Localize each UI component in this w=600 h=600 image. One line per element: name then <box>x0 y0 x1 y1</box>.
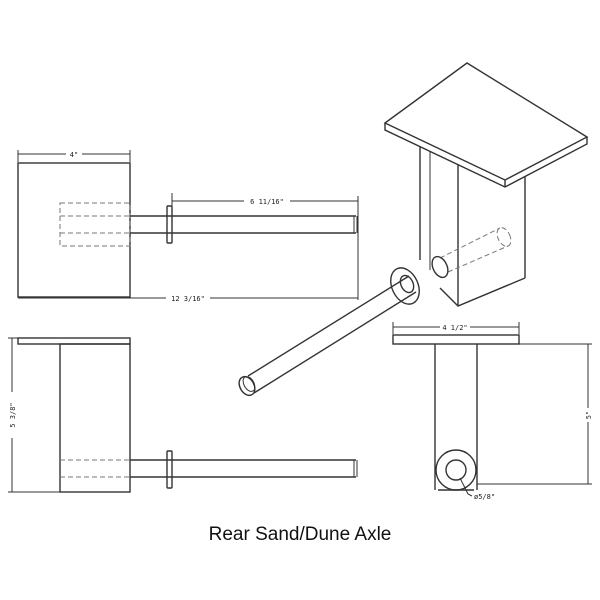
dim-shaft-diameter: ø5/8" <box>474 493 495 501</box>
drawing-title: Rear Sand/Dune Axle <box>208 524 392 545</box>
dim-end-height: 5" <box>585 411 593 419</box>
isometric-view <box>238 62 589 397</box>
side-view: 5 3/8" <box>7 337 358 493</box>
dim-shaft-length: 6 11/16" <box>250 198 284 206</box>
dim-end-plate-width: 4 1/2" <box>442 324 467 332</box>
dim-overall-length: 12 3/16" <box>171 295 205 303</box>
dim-top-width: 4" <box>70 151 78 159</box>
end-view: ø5/8" 4 1/2" 5" <box>392 322 593 501</box>
top-view: 4" 6 11/16" 12 3/16" <box>17 149 359 303</box>
dim-side-height: 5 3/8" <box>9 402 17 427</box>
